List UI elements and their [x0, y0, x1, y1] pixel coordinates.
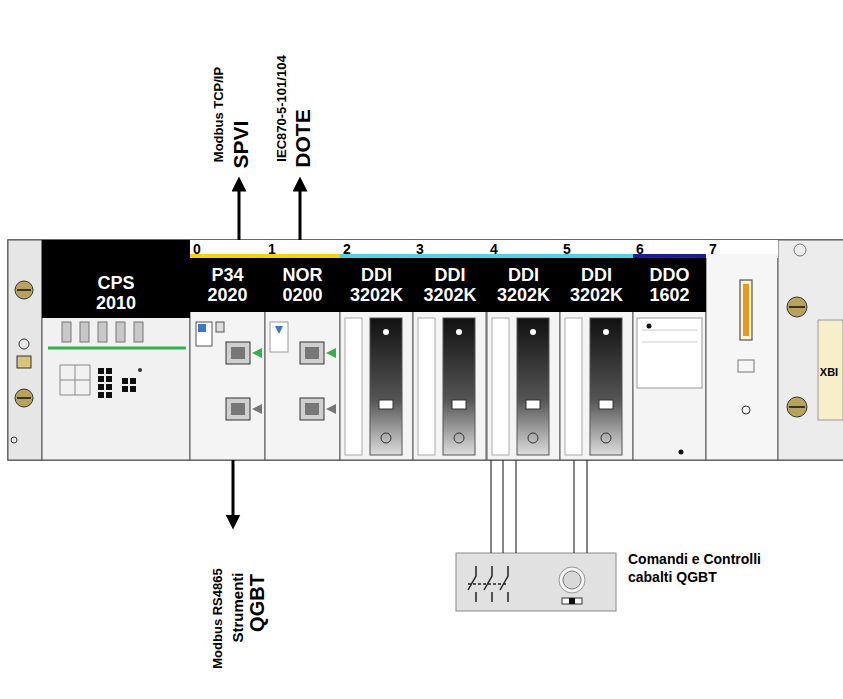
wire-connector [573, 460, 574, 553]
wire-connector [515, 460, 516, 553]
input-module: 5DDI 3202K [560, 240, 633, 460]
module-name: NOR 0200 [265, 258, 340, 312]
slot-number: 0 [190, 240, 265, 258]
slot-number: 7 [706, 240, 778, 258]
slot-number: 4 [487, 240, 560, 258]
comm-module: 1NOR 0200 [265, 240, 340, 460]
input-module: 2DDI 3202K [340, 240, 413, 460]
module-name: DDO 1602 [633, 258, 706, 312]
box-label: Comandi e Controlli cabalti QGBT [628, 551, 763, 586]
system-label: DOTE [292, 110, 313, 168]
wire-connector [490, 460, 491, 553]
power-supply-module: CPS 2010 [42, 240, 190, 460]
module-name: DDI 3202K [413, 258, 487, 312]
slot-number: 5 [560, 240, 633, 258]
wire-connector [502, 460, 503, 553]
empty-slot: 7 [706, 240, 778, 460]
system-label: Strumenti [229, 572, 244, 642]
input-module: 4DDI 3202K [487, 240, 560, 460]
part-label: XBI [820, 367, 838, 378]
protocol-label: IEC870-5-101/104 [275, 56, 288, 162]
slot-number: 6 [633, 240, 706, 258]
protocol-label: Modbus RS4865 [210, 568, 223, 668]
slot-number: 3 [413, 240, 487, 258]
module-name: CPS 2010 [42, 240, 190, 318]
module-name: DDI 3202K [487, 258, 560, 312]
system-label: SPVI [230, 120, 251, 168]
system-label: QGBT [247, 574, 267, 632]
output-module: 6DDO 1602 [633, 240, 706, 460]
input-module: 3DDI 3202K [413, 240, 487, 460]
module-name: DDI 3202K [340, 258, 413, 312]
cpu-module: 0P34 2020 [190, 240, 265, 460]
module-name: DDI 3202K [560, 258, 633, 312]
slot-number: 1 [265, 240, 340, 258]
protocol-label: Modbus TCP/IP [213, 67, 226, 162]
slot-number: 2 [340, 240, 413, 258]
switchgear-box: Comandi e Controlli cabalti QGBT [456, 553, 616, 611]
module-name: P34 2020 [190, 258, 265, 312]
wire-connector [586, 460, 587, 553]
